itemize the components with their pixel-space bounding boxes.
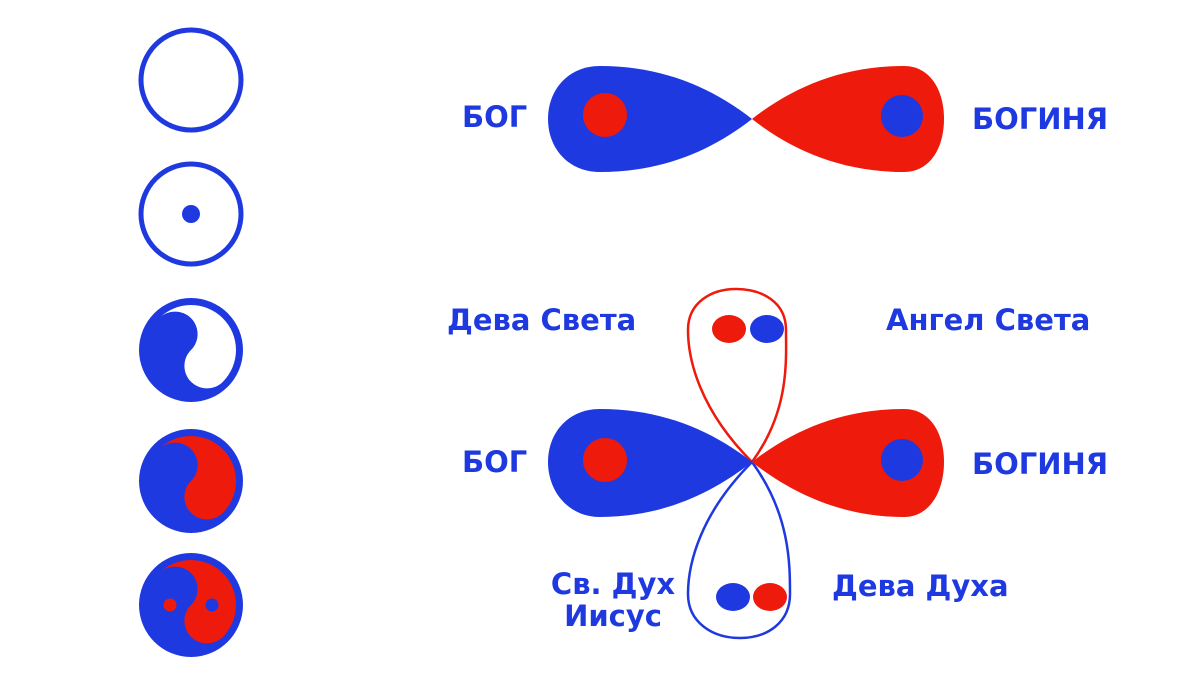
top-red-lobe — [752, 66, 944, 172]
stage-empty-circle — [138, 27, 244, 133]
label-angel-of-light: Ангел Света — [886, 303, 1091, 337]
upper-outline-lobe — [686, 287, 788, 464]
label-holy-spirit-line1: Св. Дух — [550, 567, 676, 601]
bottom-red-lobe — [752, 409, 944, 517]
bottom-right-label-goddess: БОГИНЯ — [972, 447, 1109, 481]
bottom-four-lobes — [548, 287, 944, 640]
bottom-blue-dot — [881, 439, 923, 481]
top-left-label-god: БОГ — [462, 100, 528, 134]
top-red-dot — [583, 93, 627, 137]
bottom-red-dot — [583, 438, 627, 482]
upper-red-dot — [712, 315, 746, 343]
stage-blue-red-yin-yang — [139, 429, 243, 533]
bottom-blue-lobe — [548, 409, 752, 517]
yin-yang-red-dot — [163, 598, 177, 612]
top-figure-eight — [548, 66, 944, 172]
top-blue-dot — [881, 95, 923, 137]
label-virgin-of-light: Дева Света — [447, 303, 637, 337]
stage-full-yin-yang — [139, 553, 243, 657]
top-right-label-goddess: БОГИНЯ — [972, 102, 1109, 136]
stage-blue-half-circle — [139, 298, 243, 402]
bottom-left-label-god: БОГ — [462, 445, 528, 479]
lower-red-dot — [753, 583, 787, 611]
stage-circle-with-point — [138, 161, 244, 267]
lower-blue-dot — [716, 583, 750, 611]
upper-blue-dot — [750, 315, 784, 343]
label-virgin-of-spirit: Дева Духа — [832, 569, 1009, 603]
lower-outline-lobe — [686, 460, 792, 640]
top-blue-lobe — [548, 66, 752, 172]
yin-yang-blue-dot — [205, 598, 219, 612]
label-holy-spirit-line2: Иисус — [564, 599, 662, 633]
